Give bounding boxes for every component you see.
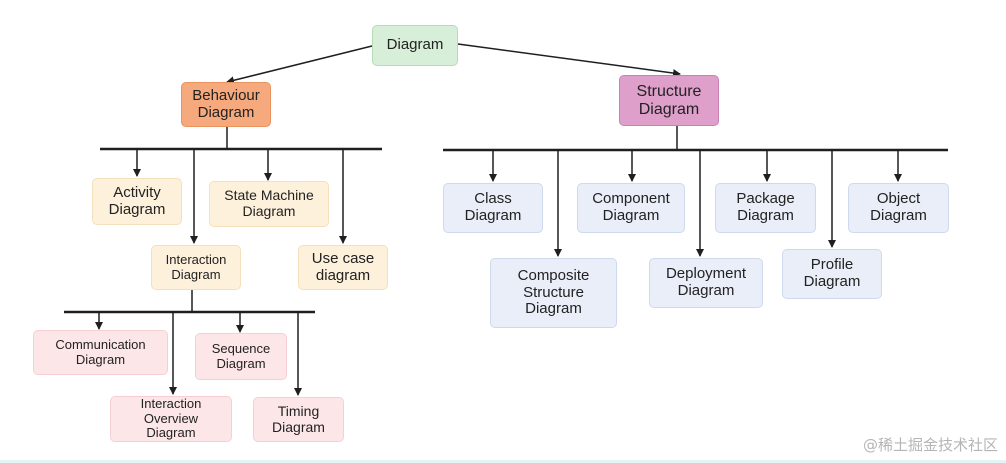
communication-node: Communication Diagram <box>33 330 168 375</box>
state-machine-node: State Machine Diagram <box>209 181 329 227</box>
structure-node-label: Structure Diagram <box>636 82 702 118</box>
activity-node-label: Activity Diagram <box>108 183 166 218</box>
composite-structure-node: Composite Structure Diagram <box>490 258 617 328</box>
profile-node: Profile Diagram <box>782 249 882 299</box>
component-node-label: Component Diagram <box>592 190 670 224</box>
sequence-node: Sequence Diagram <box>195 333 287 380</box>
package-node-label: Package Diagram <box>736 190 795 224</box>
behaviour-node-label: Behaviour Diagram <box>192 86 260 121</box>
root-node-label: Diagram <box>386 36 444 54</box>
structure-node: Structure Diagram <box>619 75 719 126</box>
behaviour-node: Behaviour Diagram <box>181 82 271 127</box>
class-node: Class Diagram <box>443 183 543 233</box>
activity-node: Activity Diagram <box>92 178 182 225</box>
component-node: Component Diagram <box>577 183 685 233</box>
timing-node: Timing Diagram <box>253 397 344 442</box>
interaction-node: Interaction Diagram <box>151 245 241 290</box>
state-machine-node-label: State Machine Diagram <box>224 187 314 219</box>
interaction-overview-node: Interaction Overview Diagram <box>110 396 232 442</box>
class-node-label: Class Diagram <box>464 190 522 224</box>
arrow-root-to-behaviour <box>226 45 373 85</box>
deployment-node: Deployment Diagram <box>649 258 763 308</box>
interaction-node-label: Interaction Diagram <box>165 251 227 282</box>
deployment-node-label: Deployment Diagram <box>665 265 747 299</box>
interaction-overview-node-label: Interaction Overview Diagram <box>140 396 202 441</box>
use-case-node: Use case diagram <box>298 245 388 290</box>
watermark: @稀土掘金技术社区 <box>862 436 998 454</box>
arrow-root-to-structure <box>457 43 681 78</box>
composite-structure-node-label: Composite Structure Diagram <box>517 266 590 318</box>
timing-node-label: Timing Diagram <box>272 402 325 435</box>
root-node: Diagram <box>372 25 458 66</box>
communication-node-label: Communication Diagram <box>55 336 146 367</box>
object-node: Object Diagram <box>848 183 949 233</box>
object-node-label: Object Diagram <box>870 190 927 224</box>
bottom-divider <box>0 460 1006 463</box>
sequence-node-label: Sequence Diagram <box>211 340 271 371</box>
profile-node-label: Profile Diagram <box>803 256 861 290</box>
package-node: Package Diagram <box>715 183 816 233</box>
use-case-node-label: Use case diagram <box>311 249 375 284</box>
